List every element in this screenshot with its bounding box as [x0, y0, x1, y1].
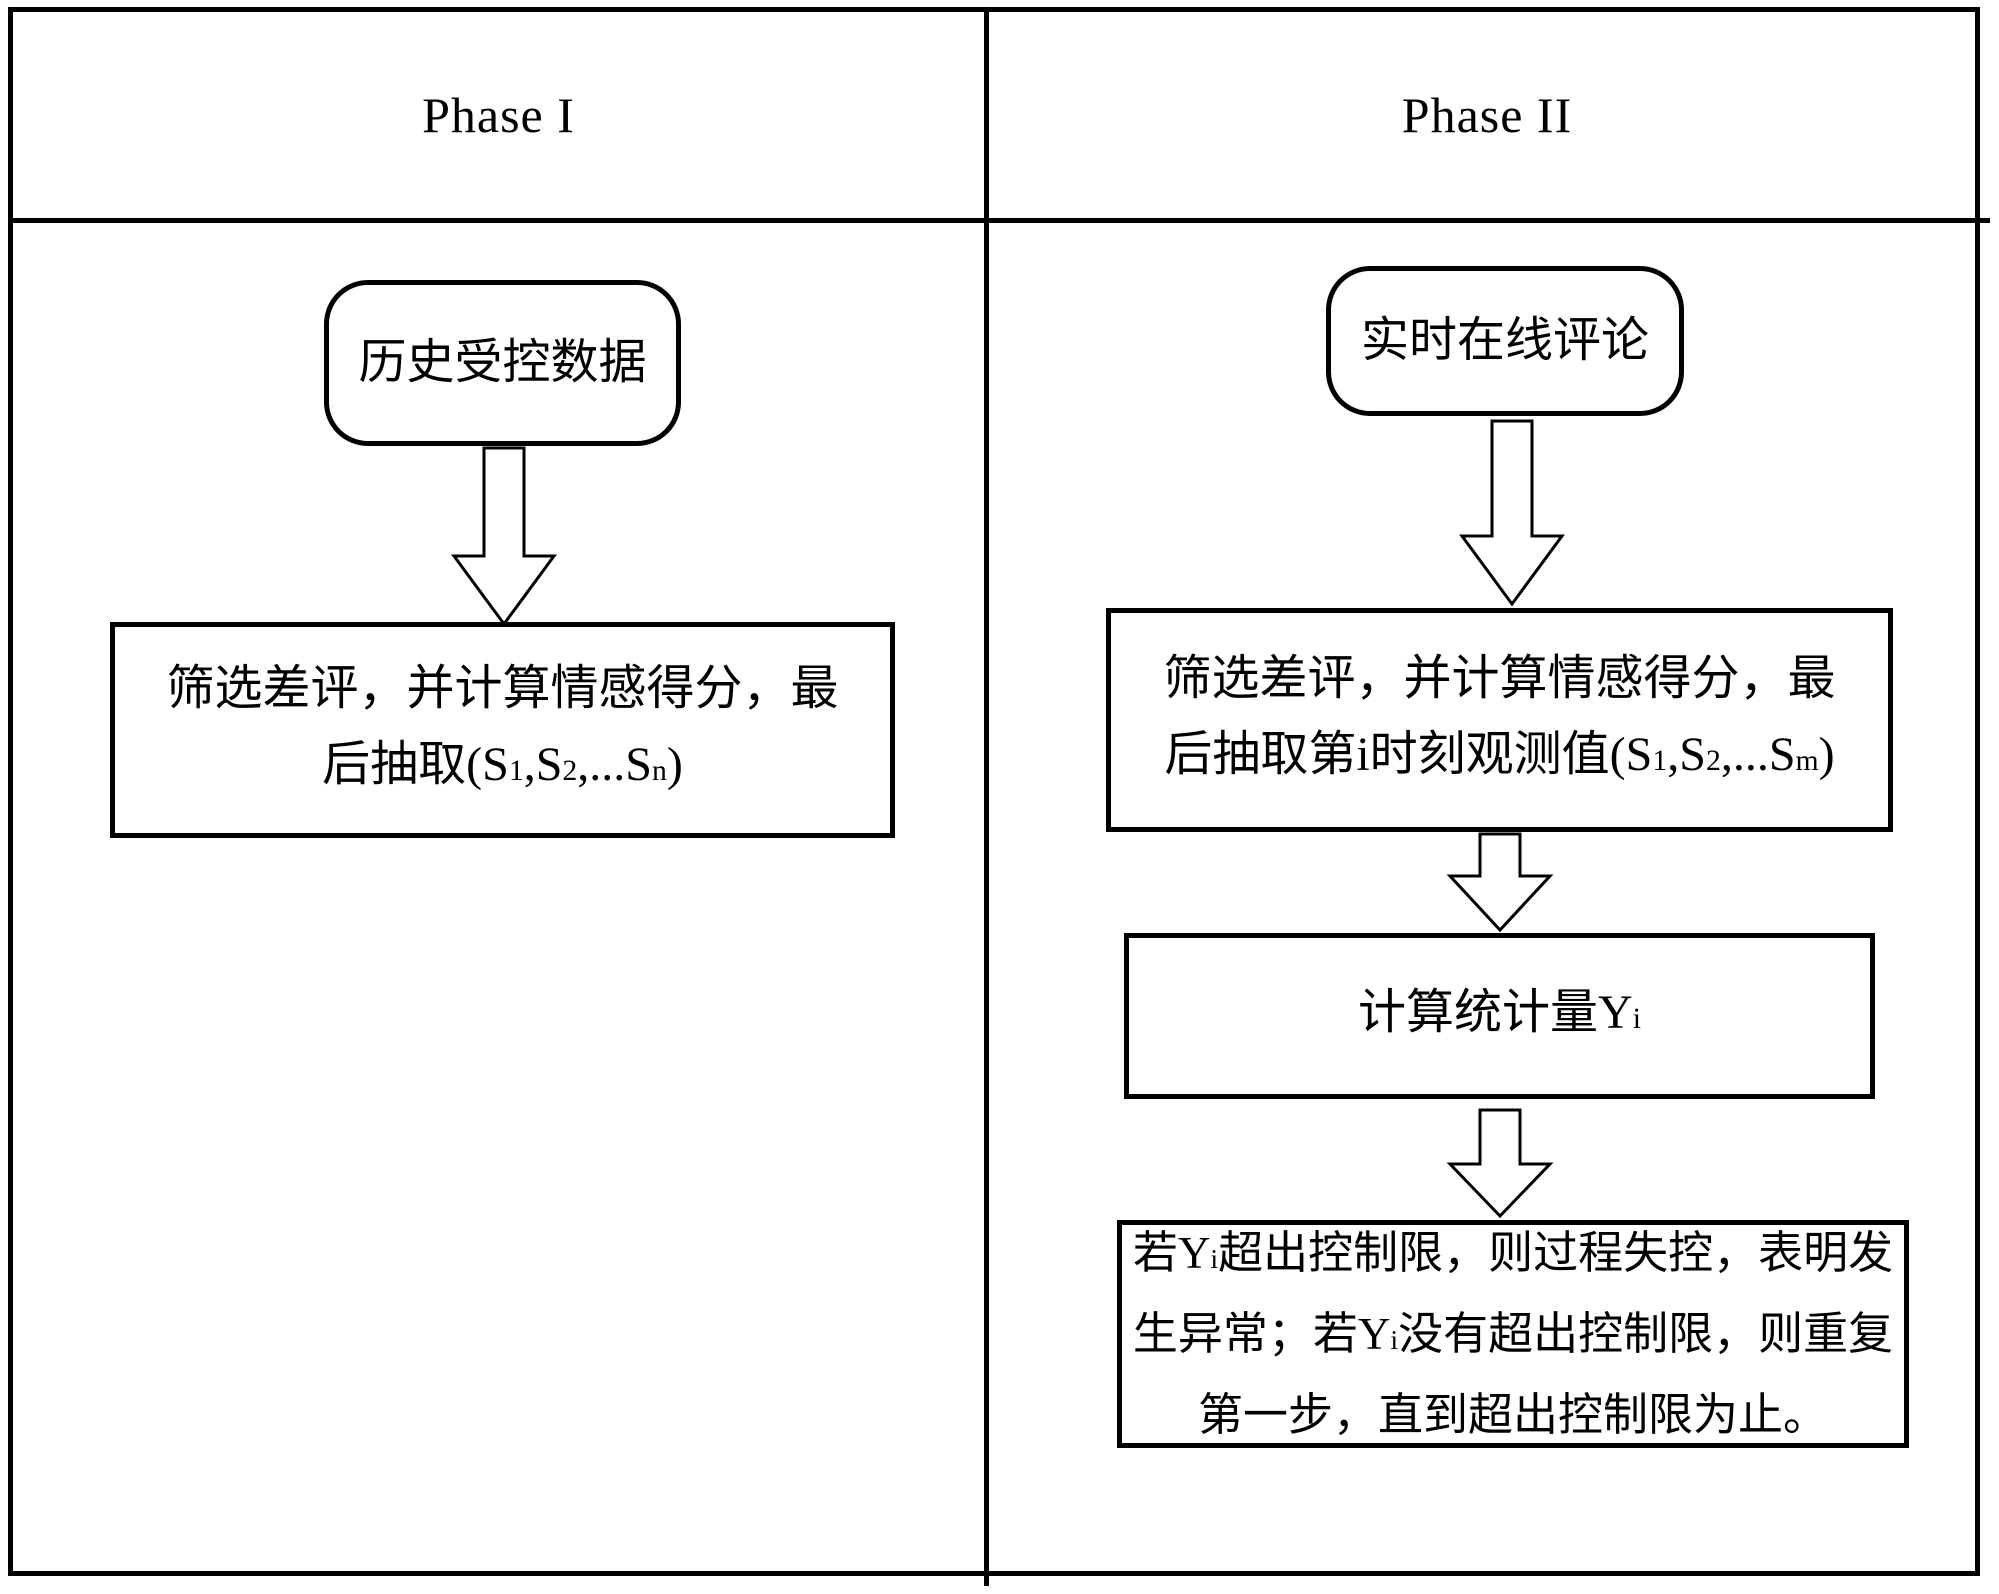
- phase2-step2-label: 计算统计量Yi: [1358, 986, 1641, 1039]
- phase2-step1-line2: 后抽取第i时刻观测值(S1,S2,...Sm): [1164, 728, 1835, 781]
- phase1-process-node: 筛选差评，并计算情感得分，最 后抽取(S1,S2,...Sn): [110, 622, 895, 838]
- phase1-process-line2: 后抽取(S1,S2,...Sn): [322, 738, 683, 791]
- down-arrow-icon: [1446, 1108, 1554, 1219]
- phase1-start-node: 历史受控数据: [324, 280, 681, 446]
- phase2-header-label: Phase II: [1401, 87, 1573, 143]
- phase1-header-label: Phase I: [422, 87, 575, 143]
- down-arrow-icon: [1459, 419, 1565, 607]
- phase2-step2-node: 计算统计量Yi: [1124, 933, 1875, 1099]
- phase2-start-label: 实时在线评论: [1360, 314, 1649, 367]
- phase2-step1-node: 筛选差评，并计算情感得分，最 后抽取第i时刻观测值(S1,S2,...Sm): [1106, 608, 1893, 832]
- diagram-frame: [8, 7, 1980, 1576]
- down-arrow-icon: [451, 446, 557, 627]
- phase1-start-label: 历史受控数据: [358, 336, 647, 389]
- phase2-step1-line1: 筛选差评，并计算情感得分，最: [1163, 652, 1836, 705]
- phase1-header: Phase I: [13, 12, 984, 218]
- phase2-step3-line1: 若Yi超出控制限，则过程失控，表明发: [1132, 1228, 1894, 1278]
- phase2-step3-line2: 生异常；若Yi没有超出控制限，则重复: [1132, 1309, 1894, 1359]
- phase2-header: Phase II: [989, 12, 1985, 218]
- header-divider-line: [8, 218, 1990, 223]
- phase2-step3-line3: 第一步，直到超出控制限为止。: [1197, 1390, 1828, 1440]
- phase2-start-node: 实时在线评论: [1326, 266, 1684, 416]
- down-arrow-icon: [1446, 832, 1554, 933]
- phase2-step3-node: 若Yi超出控制限，则过程失控，表明发 生异常；若Yi没有超出控制限，则重复 第一…: [1117, 1220, 1909, 1448]
- column-divider-line: [984, 7, 989, 1586]
- phase1-process-line1: 筛选差评，并计算情感得分，最: [166, 662, 839, 715]
